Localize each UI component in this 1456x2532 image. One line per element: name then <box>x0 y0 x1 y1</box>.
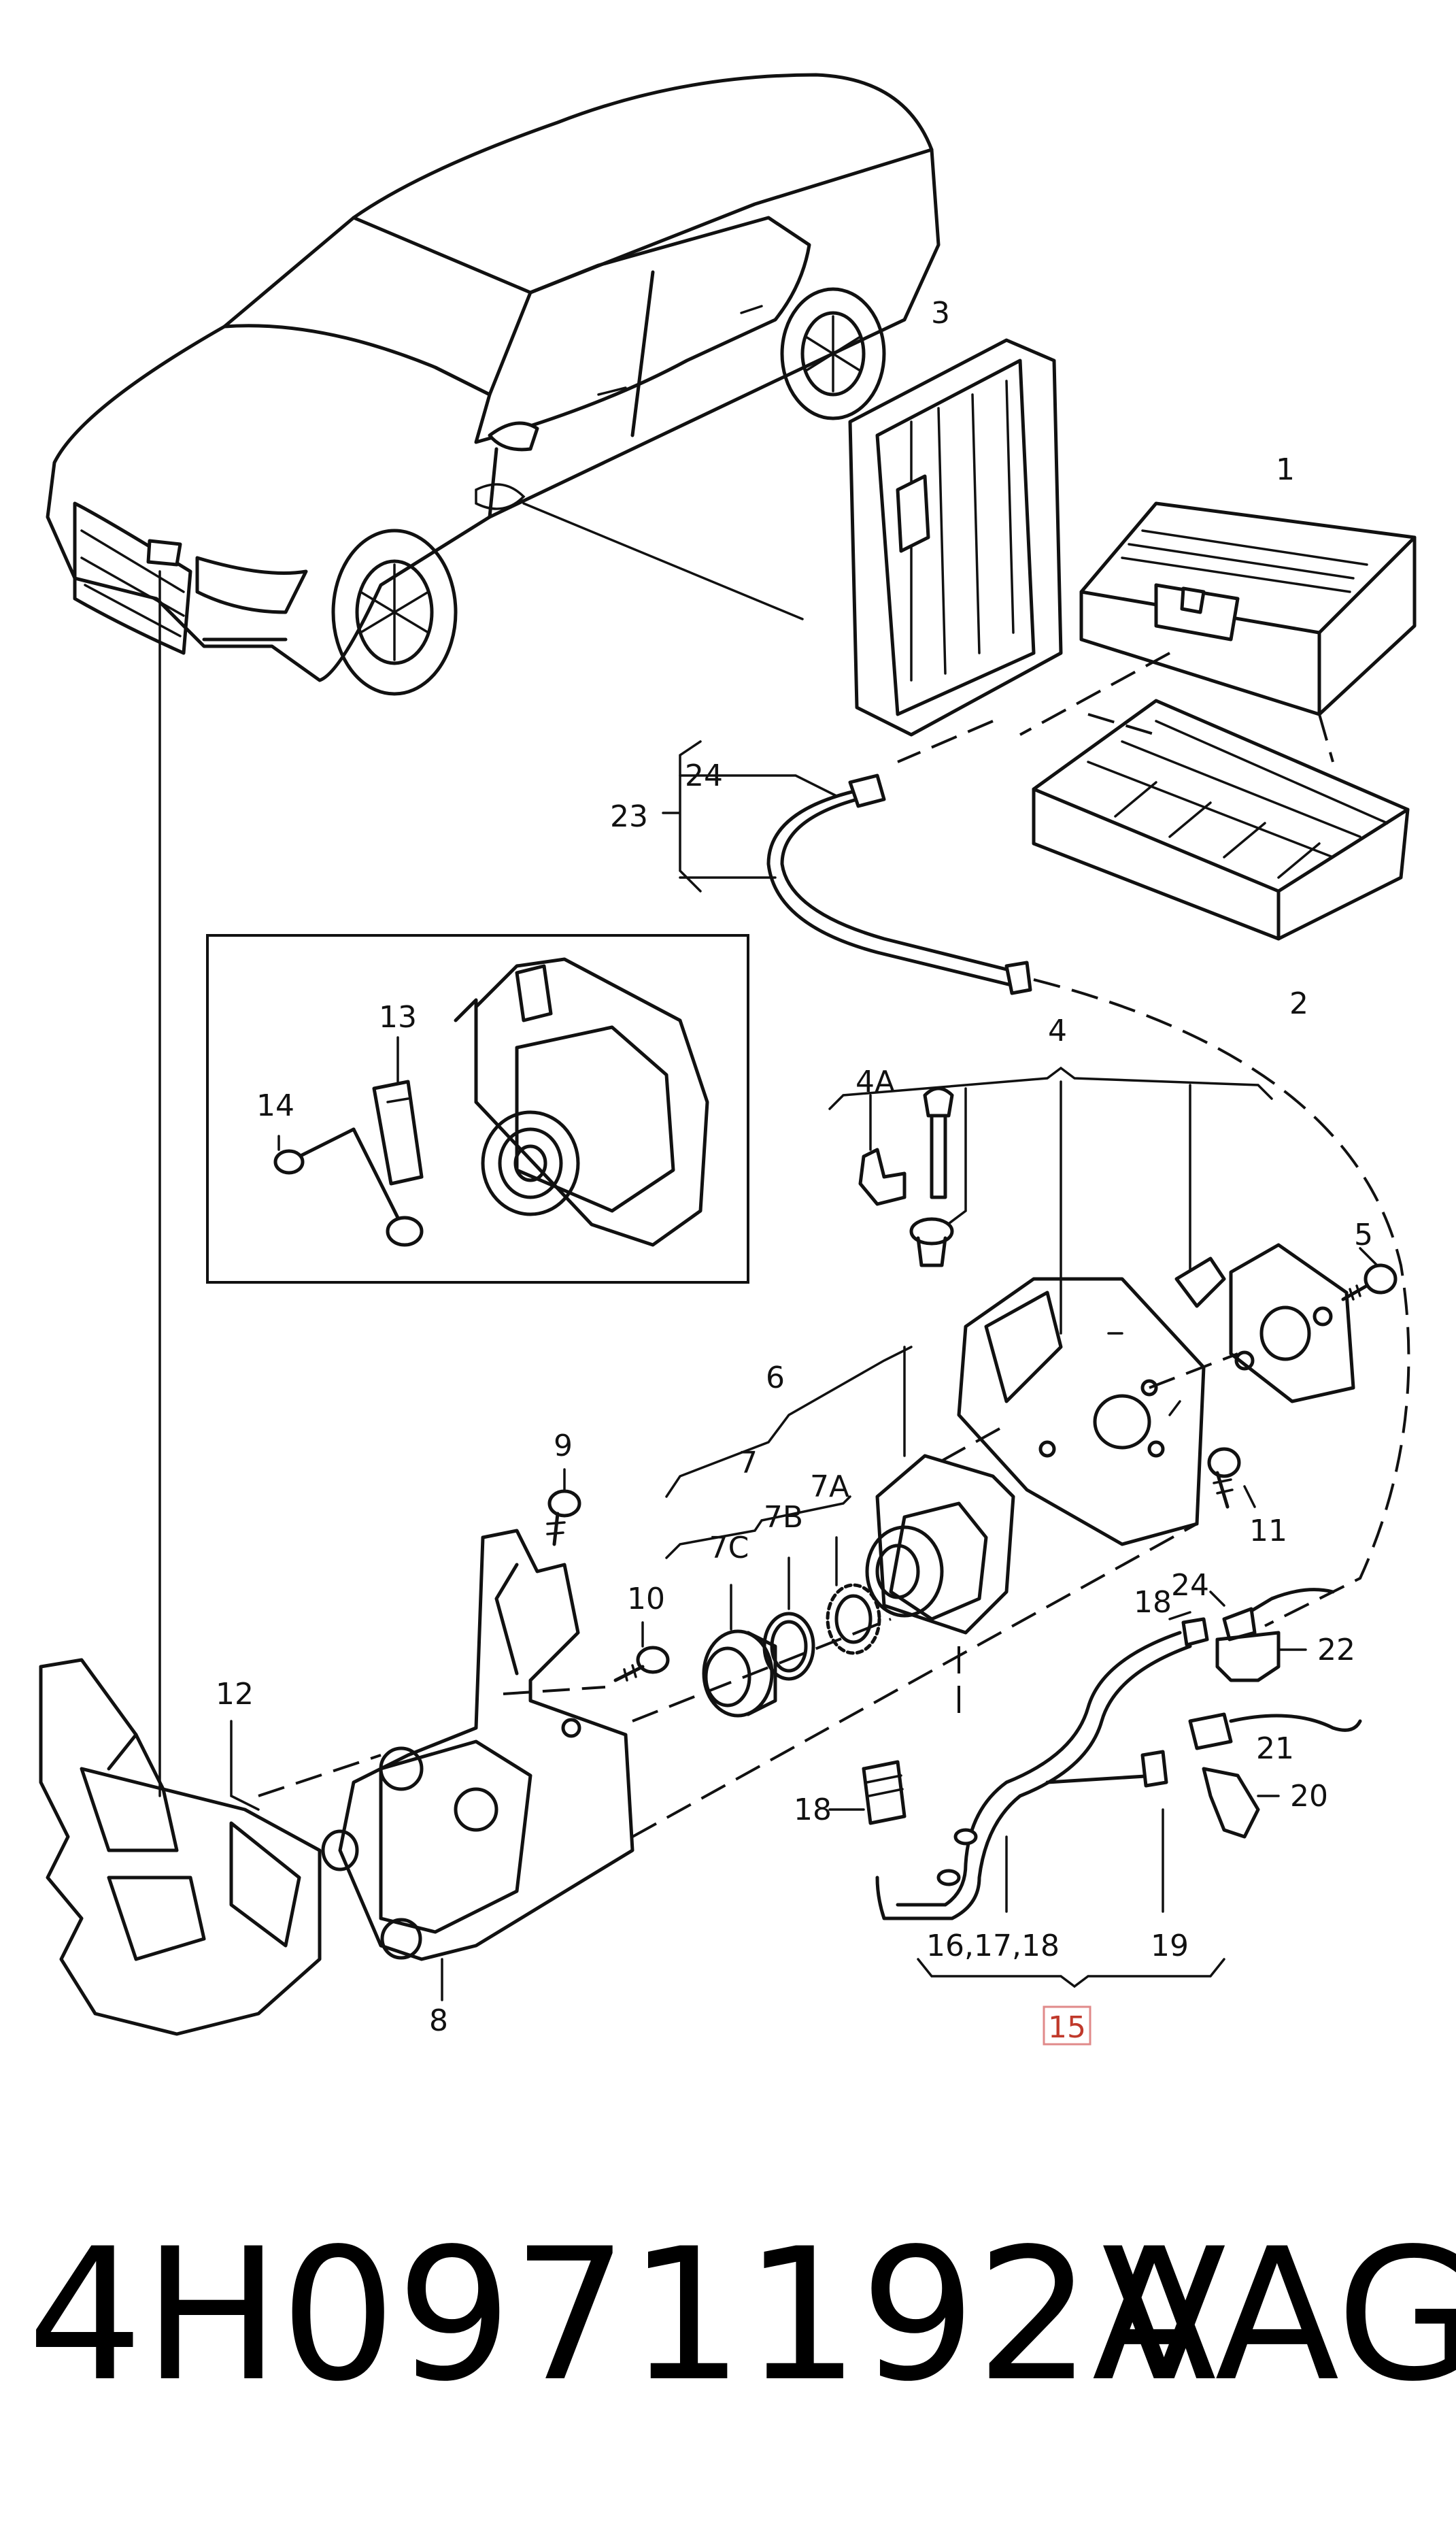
callout-1: 1 <box>1276 452 1295 487</box>
cover-part-3 <box>848 338 1063 737</box>
tray-part-2 <box>1032 699 1410 941</box>
callout-5: 5 <box>1354 1218 1373 1252</box>
callout-21: 21 <box>1256 1731 1294 1766</box>
callout-4: 4 <box>1048 1014 1067 1048</box>
callout-8: 8 <box>429 2003 448 2038</box>
bracket-15 <box>917 1958 1225 1988</box>
connector-part-24 <box>1222 1588 1335 1642</box>
callout-4a: 4A <box>856 1065 895 1099</box>
callout-19: 19 <box>1151 1929 1189 1963</box>
control-module-part-1 <box>1079 501 1417 716</box>
inset-camera-assembly <box>454 957 709 1247</box>
clip-part-20 <box>1202 1767 1260 1839</box>
dash-grille <box>258 1754 382 1797</box>
callout-23: 23 <box>610 799 648 834</box>
connector-part-21 <box>1188 1712 1362 1750</box>
callout-24-bottom: 24 <box>1171 1568 1209 1603</box>
harness-part-15 <box>862 1617 1209 1920</box>
leader-5 <box>1359 1247 1378 1267</box>
grommet-part-4 <box>909 1217 954 1267</box>
dash-housing-bottom <box>632 1522 1198 1838</box>
dash-housing-top <box>632 1618 892 1722</box>
car-illustration <box>46 73 941 696</box>
dash-plate-2 <box>1149 1352 1238 1389</box>
bracket-7 <box>665 1495 851 1559</box>
leader-24-top <box>679 774 838 797</box>
callout-9: 9 <box>554 1429 573 1463</box>
dash-plate <box>938 1427 1000 1464</box>
housing-part-8 <box>321 1529 634 1961</box>
callout-15-box: 15 <box>1043 2005 1091 2046</box>
callout-12: 12 <box>216 1677 254 1712</box>
callout-11: 11 <box>1249 1514 1287 1548</box>
callout-7: 7 <box>739 1446 758 1480</box>
lens-ring-part-7c <box>702 1629 777 1718</box>
callout-22: 22 <box>1317 1633 1355 1667</box>
bracket-4 <box>828 1066 1273 1110</box>
dash-module <box>1019 652 1170 736</box>
ring-part-7a <box>826 1583 881 1655</box>
clip-part-4a <box>858 1148 907 1206</box>
screw-part-5 <box>1341 1263 1398 1301</box>
callout-20: 20 <box>1290 1779 1328 1814</box>
dash-cable-route <box>1033 978 1410 1627</box>
screw-part-9 <box>546 1489 581 1546</box>
cable-part-23 <box>766 773 1032 995</box>
camera-part-7 <box>865 1454 1015 1635</box>
callout-14: 14 <box>256 1088 294 1123</box>
mounting-plate-part-6 <box>957 1277 1206 1546</box>
inset-frame <box>206 934 749 1284</box>
callout-15: 15 <box>1048 2010 1086 2045</box>
grille-part-12 <box>39 1658 322 2036</box>
leader-11 <box>1243 1485 1256 1508</box>
dash-tray-2 <box>1318 714 1334 763</box>
callout-18-top: 18 <box>1134 1585 1172 1620</box>
callout-7c: 7C <box>709 1531 749 1565</box>
screw-part-11 <box>1207 1447 1241 1509</box>
dash-housing-screw <box>503 1686 606 1695</box>
bracket-23 <box>662 740 702 893</box>
screw-part-10 <box>613 1646 670 1682</box>
leader-18-top <box>1168 1611 1191 1620</box>
callout-7a: 7A <box>810 1469 849 1504</box>
inset-bracket-13 <box>372 1080 424 1186</box>
part-number: 4H0971192A <box>27 2210 1217 2422</box>
leader-12 <box>230 1720 260 1811</box>
clip-part-22 <box>1215 1631 1281 1682</box>
leader-car-to-module <box>522 502 804 620</box>
callout-16-17-18: 16,17,18 <box>926 1929 1060 1963</box>
callout-24-top: 24 <box>685 759 723 793</box>
leader-24-bottom <box>1209 1590 1225 1607</box>
callout-2: 2 <box>1289 986 1308 1021</box>
callout-7b: 7B <box>764 1500 803 1535</box>
dash-cover <box>897 720 994 763</box>
callout-13: 13 <box>379 1000 417 1035</box>
pin-part-4 <box>923 1086 954 1199</box>
brand-name: VAG <box>1102 2210 1456 2422</box>
inset-screw-14 <box>273 1127 424 1247</box>
dash-tray <box>1087 713 1157 736</box>
callout-10: 10 <box>627 1582 665 1616</box>
callout-3: 3 <box>931 296 950 331</box>
bracket-6 <box>665 1346 913 1498</box>
callout-6: 6 <box>766 1361 785 1395</box>
callout-18-left: 18 <box>794 1793 832 1827</box>
cover-plate-right <box>1174 1243 1355 1403</box>
